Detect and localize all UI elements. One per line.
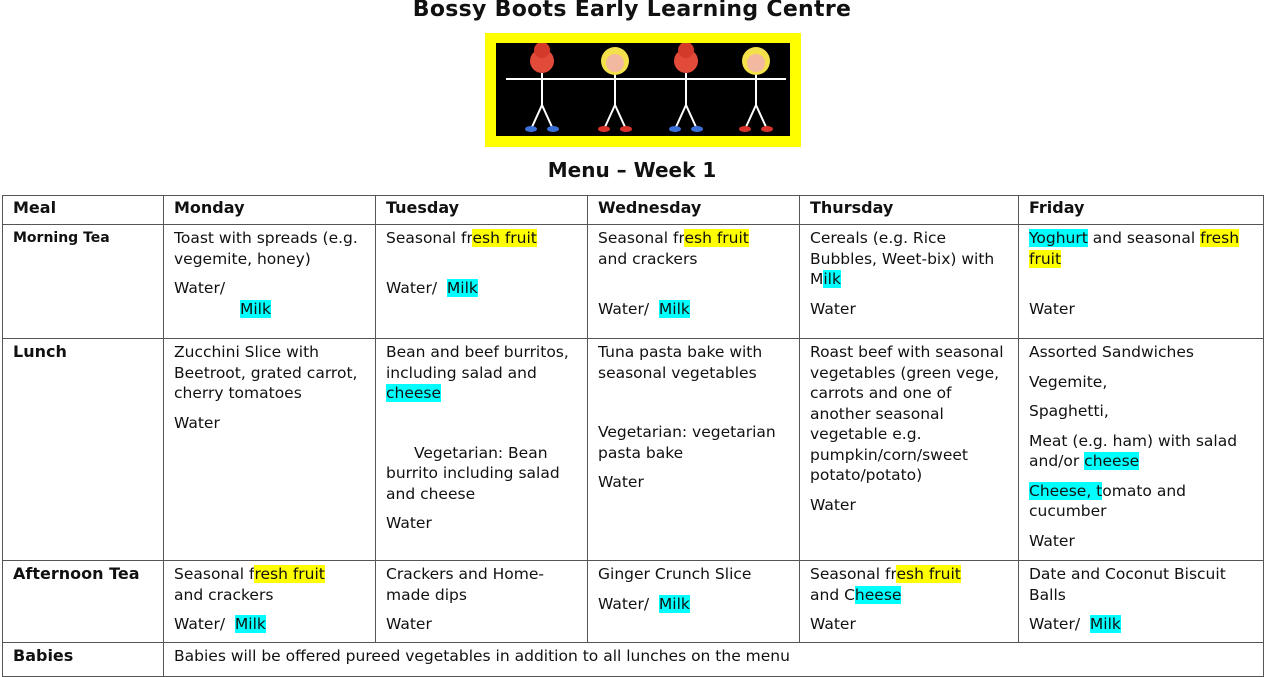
cell-tuesday: Crackers and Home-made dips Water [375, 560, 588, 643]
cell-friday: Date and Coconut Biscuit Balls Water/ Mi… [1018, 560, 1264, 643]
milk-highlight: Milk [446, 278, 478, 297]
water-text: Water [174, 413, 220, 432]
cell-wednesday: Tuna pasta bake with seasonal vegetables… [587, 338, 800, 561]
cell-monday: Toast with spreads (e.g. vegemite, honey… [163, 224, 376, 339]
cheese-highlight: heese [854, 585, 902, 604]
cell-text: Tuna pasta bake with seasonal vegetables [598, 343, 763, 382]
meal-label: Afternoon Tea [2, 560, 164, 643]
water-text: Water [810, 615, 856, 633]
water-text: Water [810, 299, 856, 318]
water-text: Water/ [598, 300, 650, 318]
cell-friday: Assorted Sandwiches Vegemite, Spaghetti,… [1018, 338, 1264, 561]
cheese-highlight: cheese [1084, 452, 1140, 470]
meal-label: Morning Tea [2, 224, 164, 339]
milk-highlight: ilk [823, 270, 841, 288]
vegetarian-text: Vegetarian: vegetarian pasta bake [598, 423, 776, 462]
water-text: Water/ [598, 594, 650, 613]
cell-thursday: Roast beef with seasonal vegetables (gre… [799, 338, 1019, 561]
cell-wednesday: Ginger Crunch Slice Water/ Milk [587, 560, 800, 643]
fruit-highlight: esh fruit [472, 229, 537, 247]
cell-text: Meat (e.g. ham) with salad and/or [1029, 431, 1238, 471]
cell-text: Seasonal f [174, 565, 255, 583]
water-text: Water [810, 495, 856, 514]
fruit-highlight: resh fruit [254, 565, 325, 583]
cell-thursday: Cereals (e.g. Rice Bubbles, Weet-bix) wi… [799, 224, 1019, 339]
cell-text: Assorted Sandwiches [1029, 343, 1194, 361]
cell-friday: Yoghurt and seasonal fresh fruit Water [1018, 224, 1264, 339]
fruit-highlight: esh fruit [684, 229, 749, 247]
col-header-monday: Monday [163, 195, 376, 225]
cell-text: and seasonal [1087, 229, 1196, 247]
vegetarian-text: Vegetarian: Bean burrito including salad… [386, 443, 560, 503]
col-header-friday: Friday [1018, 195, 1264, 225]
menu-subtitle: Menu – Week 1 [547, 158, 717, 182]
cell-text: Ginger Crunch Slice [598, 565, 752, 583]
water-text: Water [386, 514, 432, 532]
water-text: Water/ [174, 615, 226, 633]
cell-monday: Zucchini Slice with Beetroot, grated car… [163, 338, 376, 561]
water-text: Water/ [174, 279, 226, 297]
milk-highlight: Milk [1089, 615, 1121, 633]
stick-figure-girl-2 [722, 73, 786, 128]
col-header-wednesday: Wednesday [587, 195, 800, 225]
meal-label: Lunch [2, 338, 164, 561]
table-row-lunch: Lunch Zucchini Slice with Beetroot, grat… [2, 338, 1264, 561]
cell-text: and crackers [598, 249, 698, 268]
milk-highlight: Milk [234, 615, 266, 633]
meal-label: Babies [2, 642, 164, 677]
water-text: Water [1029, 300, 1075, 318]
fruit-highlight: esh fruit [896, 565, 961, 583]
table-row-morning-tea: Morning Tea Toast with spreads (e.g. veg… [2, 224, 1264, 339]
water-text: Water/ [386, 278, 438, 297]
cell-wednesday: Seasonal fresh fruit and crackers Water/… [587, 224, 800, 339]
cell-text: Crackers and Home-made dips [386, 565, 545, 604]
col-header-thursday: Thursday [799, 195, 1019, 225]
milk-highlight: Milk [658, 594, 690, 613]
cell-text: Seasonal fr [810, 565, 897, 583]
water-text: Water [386, 615, 432, 633]
cell-text: and C [810, 585, 855, 604]
stick-figure-boy-1 [506, 73, 578, 128]
water-text: Water [1029, 531, 1075, 550]
yoghurt-highlight: Yoghurt [1029, 229, 1088, 247]
cell-text: Roast beef with seasonal vegetables (gre… [810, 343, 1004, 484]
cell-text: Seasonal fr [598, 229, 685, 247]
water-text: Water [598, 473, 644, 491]
table-row-babies: Babies Babies will be offered pureed veg… [2, 642, 1264, 677]
milk-highlight: Milk [658, 300, 690, 318]
menu-table: Meal Monday Tuesday Wednesday Thursday F… [2, 195, 1264, 677]
babies-note: Babies will be offered pureed vegetables… [163, 642, 1264, 677]
cell-monday: Seasonal fresh fruit and crackers Water/… [163, 560, 376, 643]
cell-text: Date and Coconut Biscuit Balls [1029, 565, 1226, 604]
cell-thursday: Seasonal fresh fruit and Cheese Water [799, 560, 1019, 643]
cell-text: omato and cucumber [1029, 481, 1186, 521]
water-text: Water/ [1029, 615, 1081, 633]
table-row-afternoon-tea: Afternoon Tea Seasonal fresh fruit and c… [2, 560, 1264, 643]
col-header-tuesday: Tuesday [375, 195, 588, 225]
stick-figure-girl-1 [578, 73, 652, 128]
cheese-highlight: Cheese, t [1029, 481, 1103, 500]
stick-figures-icon [506, 42, 786, 132]
cell-text: Vegemite, [1029, 372, 1108, 391]
cell-text: Seasonal fr [386, 229, 473, 247]
cell-text: Zucchini Slice with Beetroot, grated car… [174, 343, 358, 402]
cell-text: Spaghetti, [1029, 402, 1109, 420]
page-title: Bossy Boots Early Learning Centre [412, 0, 852, 22]
cell-text: M [810, 270, 824, 288]
cell-text: Bean and beef burritos, including salad … [386, 343, 569, 382]
milk-highlight: Milk [240, 299, 271, 318]
header-row: Meal Monday Tuesday Wednesday Thursday F… [2, 195, 1264, 225]
cell-text: Toast with spreads (e.g. vegemite, honey… [174, 229, 358, 268]
col-header-meal: Meal [2, 195, 164, 225]
logo-background [496, 42, 790, 136]
cell-tuesday: Seasonal fresh fruit Water/ Milk [375, 224, 588, 339]
logo-stick-figures [485, 33, 801, 147]
stick-figure-boy-2 [652, 73, 722, 128]
cell-tuesday: Bean and beef burritos, including salad … [375, 338, 588, 561]
cheese-highlight: cheese [386, 384, 442, 402]
cell-text: Cereals (e.g. Rice Bubbles, Weet-bix) wi… [810, 229, 995, 268]
cell-text: and crackers [174, 585, 274, 604]
